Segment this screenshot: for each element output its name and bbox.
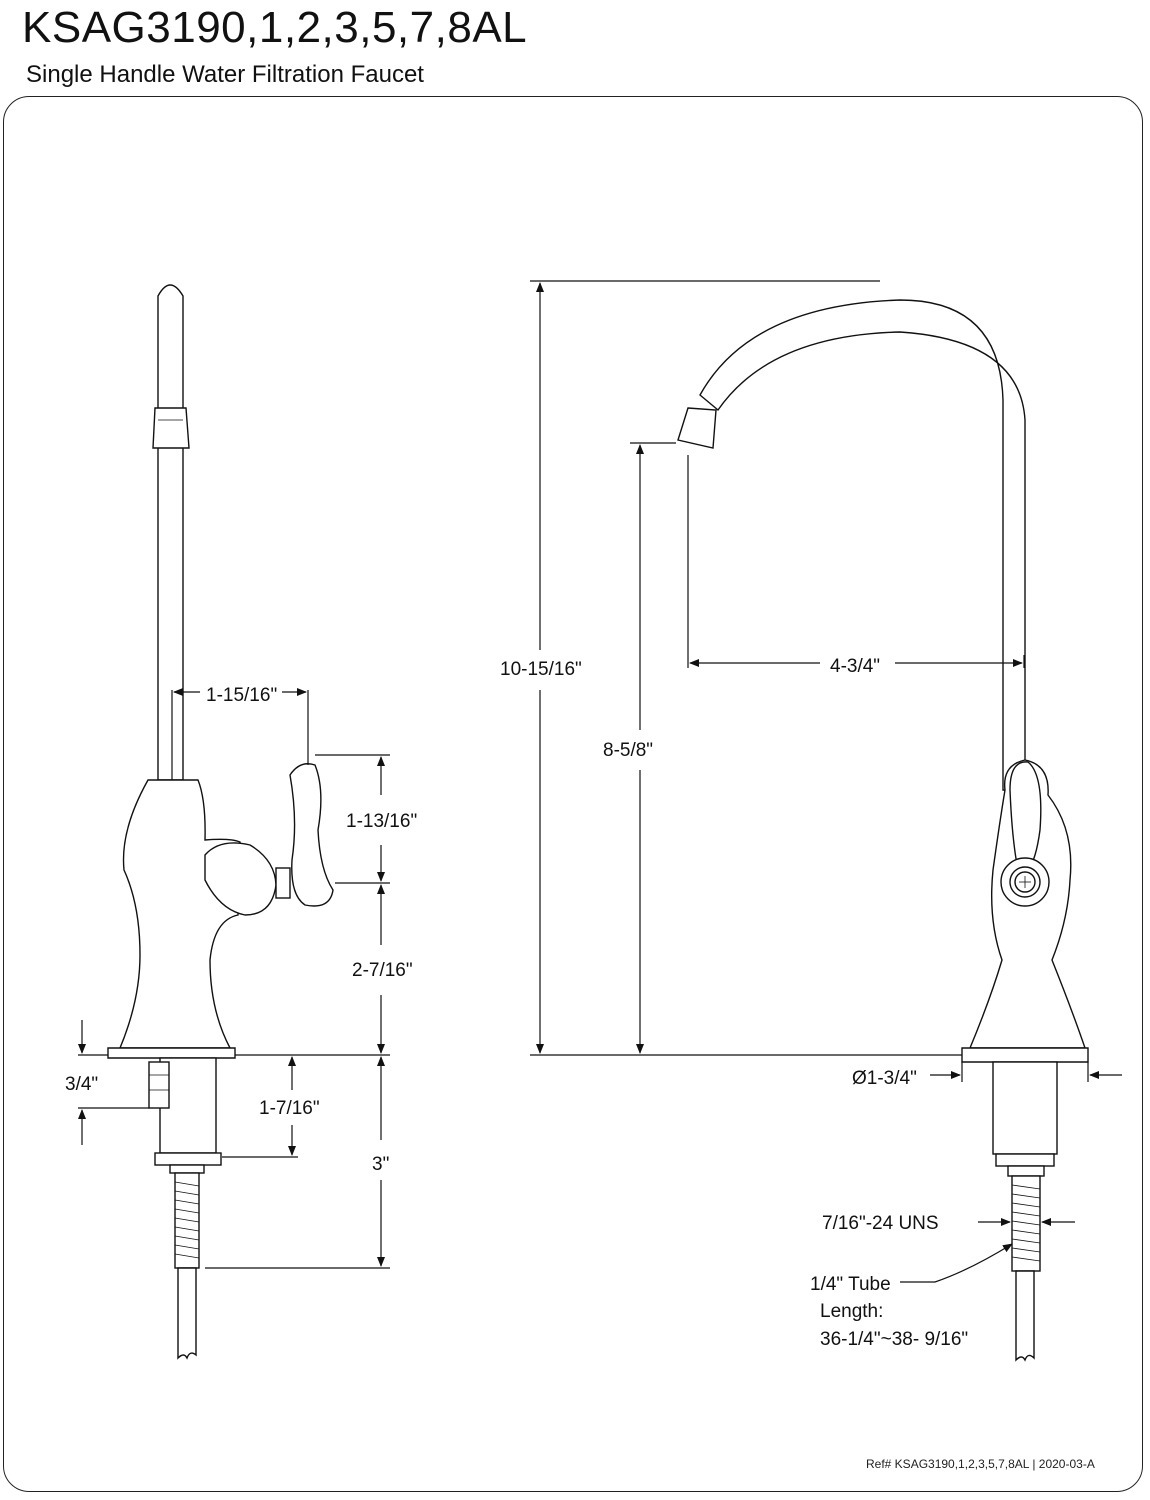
label-length-value: 36-1/4"~38- 9/16": [820, 1329, 968, 1350]
label-tube: 1/4" Tube: [810, 1274, 891, 1295]
front-view-faucet: [677, 299, 1089, 1362]
dim-shank-length: 3": [372, 1154, 389, 1175]
side-view-faucet: [107, 284, 334, 1360]
drawing-frame: [3, 96, 1143, 1492]
reference-footer: Ref# KSAG3190,1,2,3,5,7,8AL | 2020-03-A: [866, 1457, 1095, 1471]
dim-base-diameter: Ø1-3/4": [852, 1068, 917, 1089]
dim-handle-height: 1-13/16": [346, 811, 417, 832]
label-length: Length:: [820, 1301, 883, 1322]
dim-shank-to-nut: 1-7/16": [259, 1098, 320, 1119]
product-description: Single Handle Water Filtration Faucet: [26, 61, 424, 88]
dim-spout-offset: 1-15/16": [206, 685, 277, 706]
dim-nut-offset: 3/4": [65, 1074, 98, 1095]
dim-overall-height: 10-15/16": [500, 659, 582, 680]
dim-spout-reach: 4-3/4": [830, 656, 880, 677]
model-title: KSAG3190,1,2,3,5,7,8AL: [22, 3, 528, 52]
side-view-dimensions: 1-15/16" 1-13/16" 2-7/16" 3/4" 1-7/16" 3…: [65, 685, 417, 1269]
dim-thread-size: 7/16"-24 UNS: [822, 1213, 939, 1234]
dim-spout-height: 8-5/8": [603, 740, 653, 761]
dim-handle-base-height: 2-7/16": [352, 960, 413, 981]
front-view-dimensions: 10-15/16" 8-5/8" 4-3/4" Ø1-3/4" 7/16"-24…: [500, 280, 1122, 1350]
